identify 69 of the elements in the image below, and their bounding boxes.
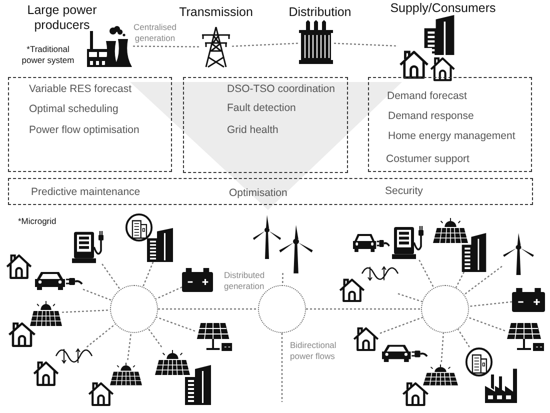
- dotted-connector: [127, 332, 132, 360]
- function-label: Variable RES forecast: [29, 83, 132, 96]
- dashed-box: [368, 77, 532, 172]
- wind-turbine-icon: [502, 233, 535, 275]
- column-heading: Transmission: [178, 5, 254, 20]
- dotted-connector: [306, 308, 421, 310]
- annotation-text: Bidirectional power flows: [290, 340, 338, 362]
- dotted-connector: [398, 293, 422, 302]
- battery-icon: [182, 268, 213, 292]
- dotted-connector: [102, 264, 121, 290]
- function-label: Home energy management: [388, 130, 516, 143]
- dotted-connector: [440, 332, 444, 362]
- house-with-wave-icon: [338, 265, 398, 303]
- electric-car-icon: [35, 270, 83, 290]
- dotted-connector: [232, 42, 298, 47]
- annotation-text: Distributed generation: [224, 270, 266, 292]
- dotted-connector: [334, 42, 398, 47]
- dashed-box: [183, 77, 348, 173]
- dotted-connector: [148, 328, 162, 348]
- solar-array-icon: [155, 347, 190, 377]
- dotted-connector: [455, 272, 465, 288]
- dotted-connector: [458, 328, 470, 348]
- office-building-icon: [145, 228, 175, 262]
- function-label: Power flow optimisation: [29, 124, 140, 137]
- annotation-text: *Microgrid: [18, 216, 58, 227]
- column-heading: Large power producers: [26, 3, 98, 33]
- dotted-connector: [468, 301, 512, 307]
- function-label: DSO-TSO coordination: [227, 83, 335, 96]
- function-label: Optimisation: [229, 187, 288, 200]
- office-building-icon: [460, 233, 488, 272]
- solar-panel-icon: [505, 323, 545, 353]
- solar-array-icon: [30, 298, 62, 328]
- solar-array-icon: [110, 360, 142, 387]
- battery-icon: [512, 288, 545, 312]
- dotted-connector: [86, 324, 116, 348]
- function-label: Predictive maintenance: [31, 186, 140, 199]
- column-heading: Supply/Consumers: [389, 1, 497, 16]
- dotted-connector: [418, 260, 434, 288]
- function-label: Fault detection: [227, 102, 296, 115]
- dotted-connector: [142, 262, 154, 288]
- dotted-connector: [82, 288, 112, 301]
- dotted-connector: [62, 310, 110, 313]
- dotted-connector: [133, 46, 200, 48]
- dotted-connector: [158, 308, 258, 310]
- dotted-connector: [282, 273, 284, 285]
- annotation-text: Centralised generation: [132, 22, 178, 44]
- annotation-text: *Traditional power system: [20, 44, 76, 66]
- dotted-connector: [156, 286, 182, 300]
- dotted-connector: [380, 316, 423, 334]
- building-in-circle-icon: [465, 347, 493, 377]
- function-label: Optimal scheduling: [29, 103, 118, 116]
- function-label: Costumer support: [386, 153, 470, 166]
- dashed-box: [8, 77, 172, 172]
- dotted-connector: [467, 316, 506, 332]
- solar-array-icon: [423, 362, 458, 387]
- solar-panel-icon: [195, 323, 233, 353]
- function-label: Grid health: [227, 124, 278, 137]
- hub-circle: [421, 285, 469, 333]
- house-icon: [352, 325, 380, 352]
- hub-circle: [110, 285, 158, 333]
- dashed-box: [8, 178, 533, 205]
- function-label: Demand response: [388, 110, 474, 123]
- house-with-wave-icon: [32, 347, 92, 387]
- function-label: Demand forecast: [387, 90, 467, 103]
- column-heading: Distribution: [288, 5, 352, 20]
- wind-turbines-icon: [252, 215, 315, 273]
- function-label: Security: [385, 185, 423, 198]
- dotted-connector: [281, 333, 283, 402]
- dotted-connector: [156, 316, 196, 332]
